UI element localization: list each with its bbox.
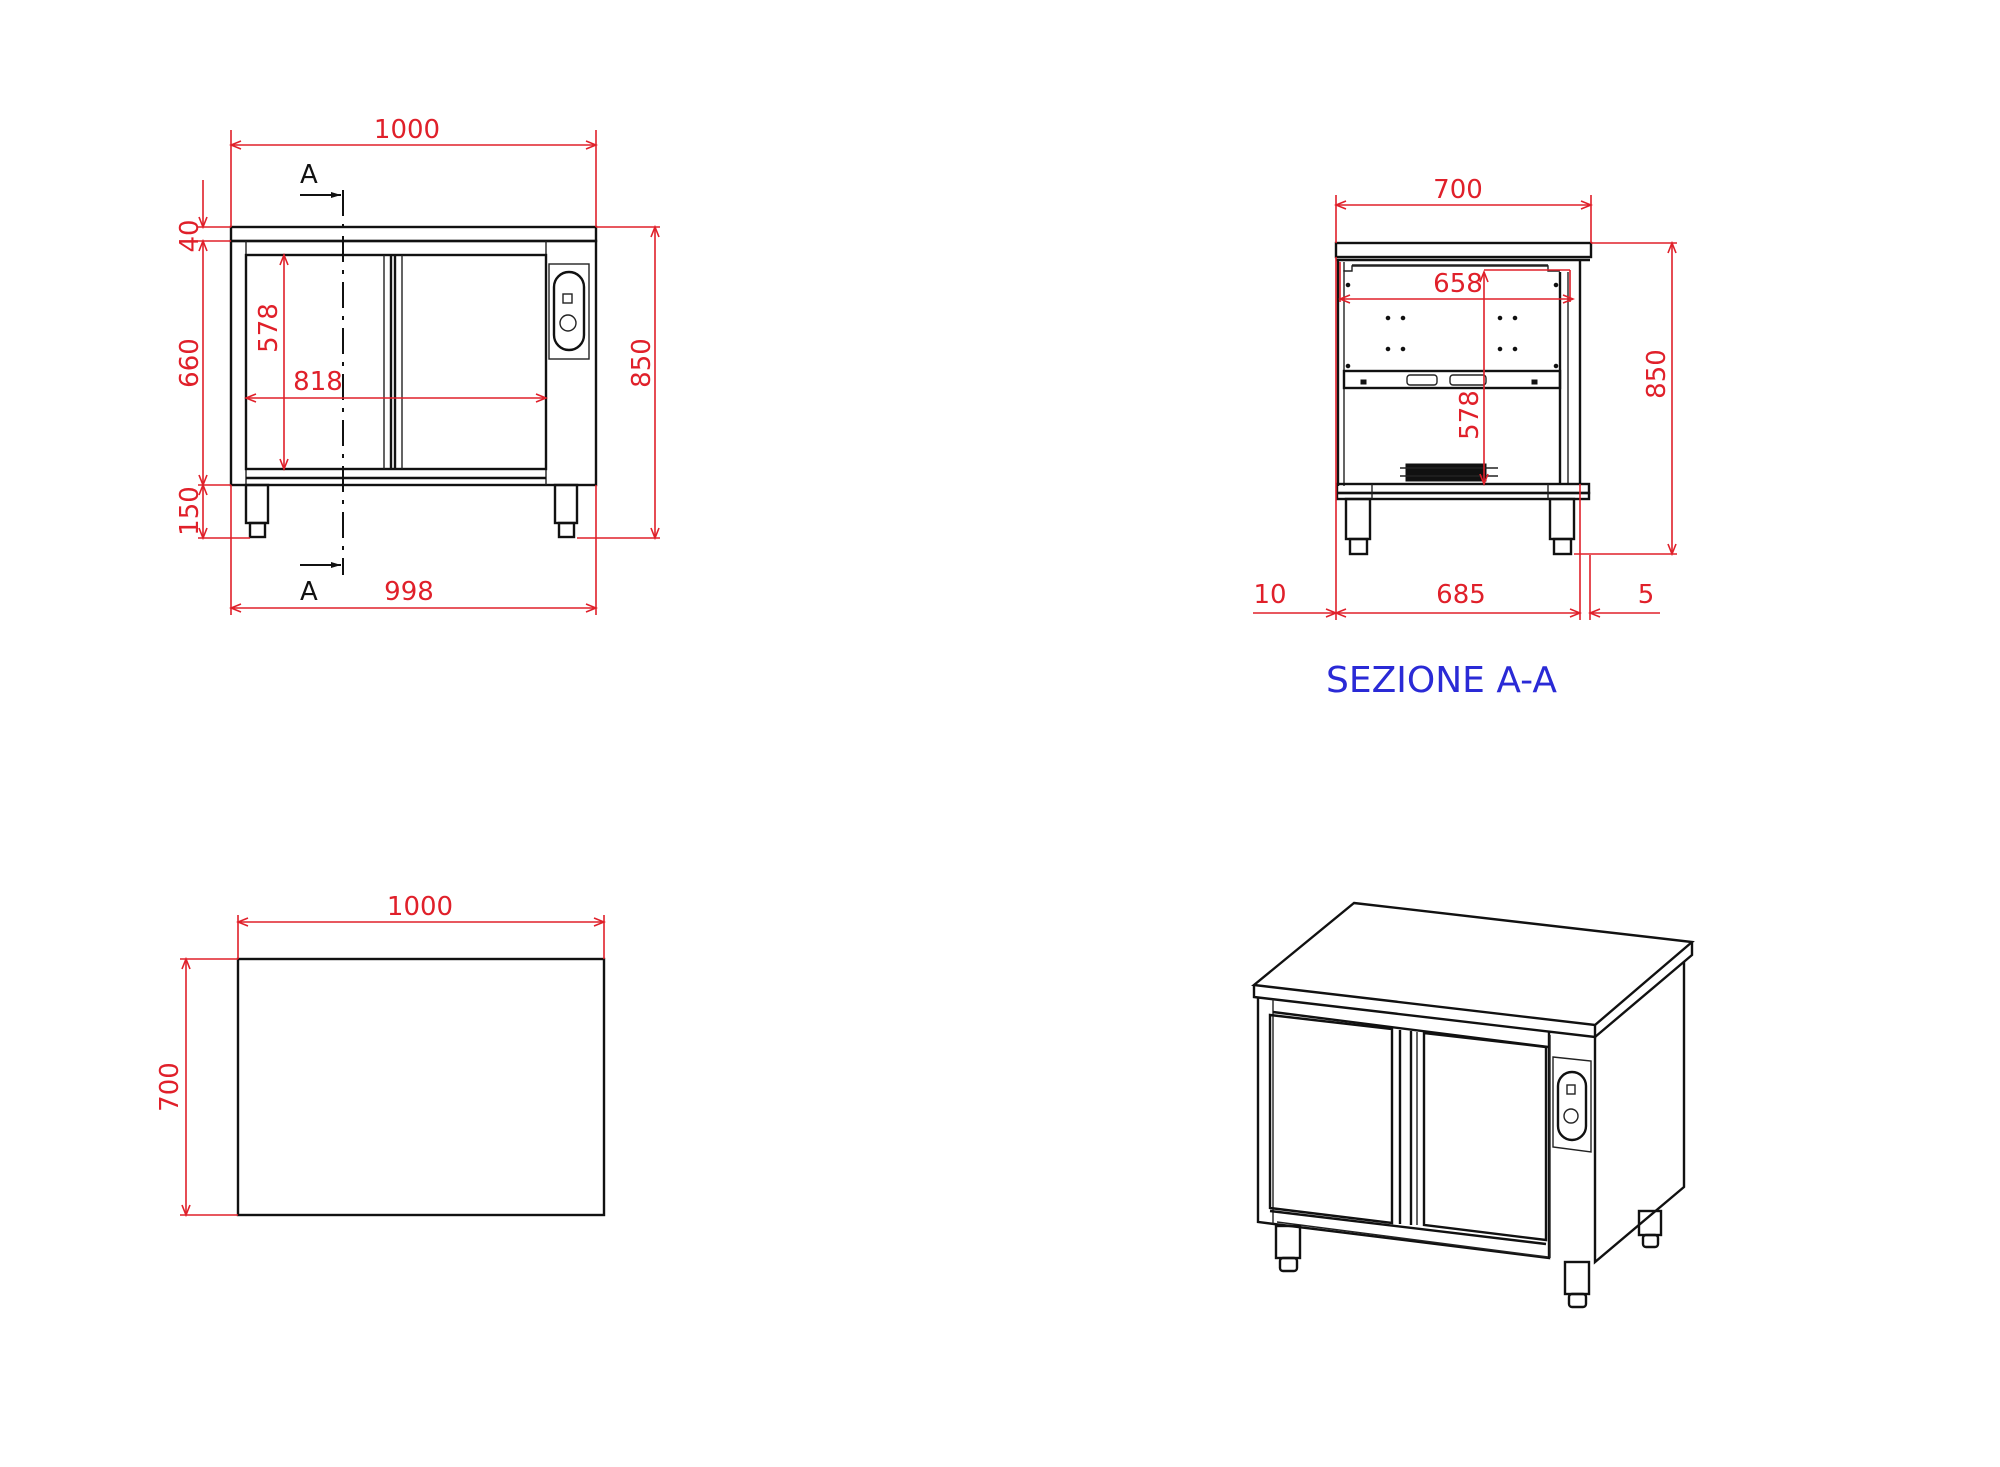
worktop-front — [229, 225, 598, 243]
dim-section-depth: 700 — [1433, 175, 1483, 205]
dim-section-inner-depth: 658 — [1433, 269, 1483, 299]
dim-section-base-depth: 685 — [1436, 580, 1486, 610]
dim-door-width: 818 — [293, 367, 343, 397]
dim-plan-depth: 700 — [155, 1062, 185, 1112]
cabinet-body — [229, 239, 598, 487]
iso-legs — [1274, 1209, 1663, 1309]
heating-element — [1405, 463, 1487, 482]
control-panel-front — [548, 263, 590, 360]
dim-section-left-offset: 10 — [1253, 580, 1286, 610]
dim-body-height: 660 — [175, 338, 205, 388]
section-marker-top: A — [300, 160, 318, 190]
internal-rail — [1342, 369, 1562, 390]
mount-holes — [1345, 282, 1559, 369]
front-view: A A — [229, 160, 598, 607]
section-marker-bottom: A — [300, 577, 318, 607]
plan-outline — [236, 957, 606, 1217]
iso-worktop — [1251, 901, 1695, 1027]
dim-overall-width: 1000 — [374, 115, 440, 145]
dim-overall-height: 850 — [627, 338, 657, 388]
front-legs — [244, 483, 579, 539]
dim-plan-width: 1000 — [387, 892, 453, 922]
dim-section-height: 850 — [1642, 349, 1672, 399]
dim-section-inner-height: 578 — [1455, 390, 1485, 440]
dim-section-right-offset: 5 — [1638, 580, 1655, 610]
isometric-view — [1251, 901, 1695, 1309]
dim-door-height: 578 — [254, 303, 284, 353]
section-title: SEZIONE A-A — [1326, 660, 1557, 701]
plan-view: 1000 700 — [155, 892, 604, 1215]
section-view — [1334, 241, 1593, 556]
front-view-dimensions: 1000 998 40 660 150 578 818 850 — [175, 115, 660, 615]
worktop-section — [1334, 241, 1593, 259]
dim-leg-height: 150 — [175, 486, 205, 536]
dim-base-width: 998 — [384, 577, 434, 607]
section-view-dimensions: 700 658 578 850 10 685 5 — [1253, 175, 1677, 620]
dim-top-thickness: 40 — [175, 219, 205, 252]
